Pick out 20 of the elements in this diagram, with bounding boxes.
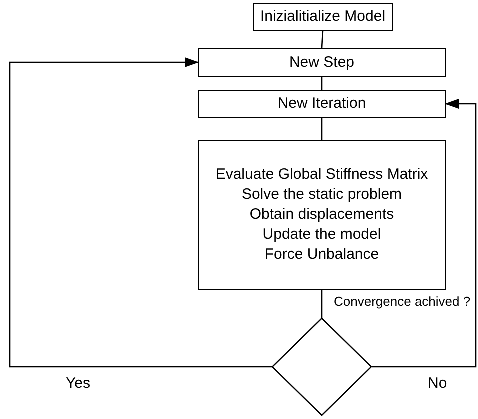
process-box [198,48,446,77]
box-text: Obtain displacements [250,205,394,225]
node-caption: Convergence achived ? [334,293,471,311]
box-text: New Iteration [278,94,366,114]
process-box [198,90,446,118]
box-text: Evaluate Global Stiffness Matrix [216,165,428,185]
decision-diamond [272,318,372,416]
process-box [253,3,393,31]
box-text: Force Unbalance [264,245,380,265]
box-text: New Step [289,52,355,72]
arrow [9,58,272,368]
arrow [372,99,477,368]
connector-line [321,290,323,318]
box-text: Solve the static problem [242,185,402,205]
connector-line [321,77,323,90]
connector-line [321,30,324,48]
connector-line [321,118,323,140]
box-text: Inizialitialize Model [260,7,386,27]
box-text: Update the model [262,225,382,245]
process-box [198,140,446,290]
